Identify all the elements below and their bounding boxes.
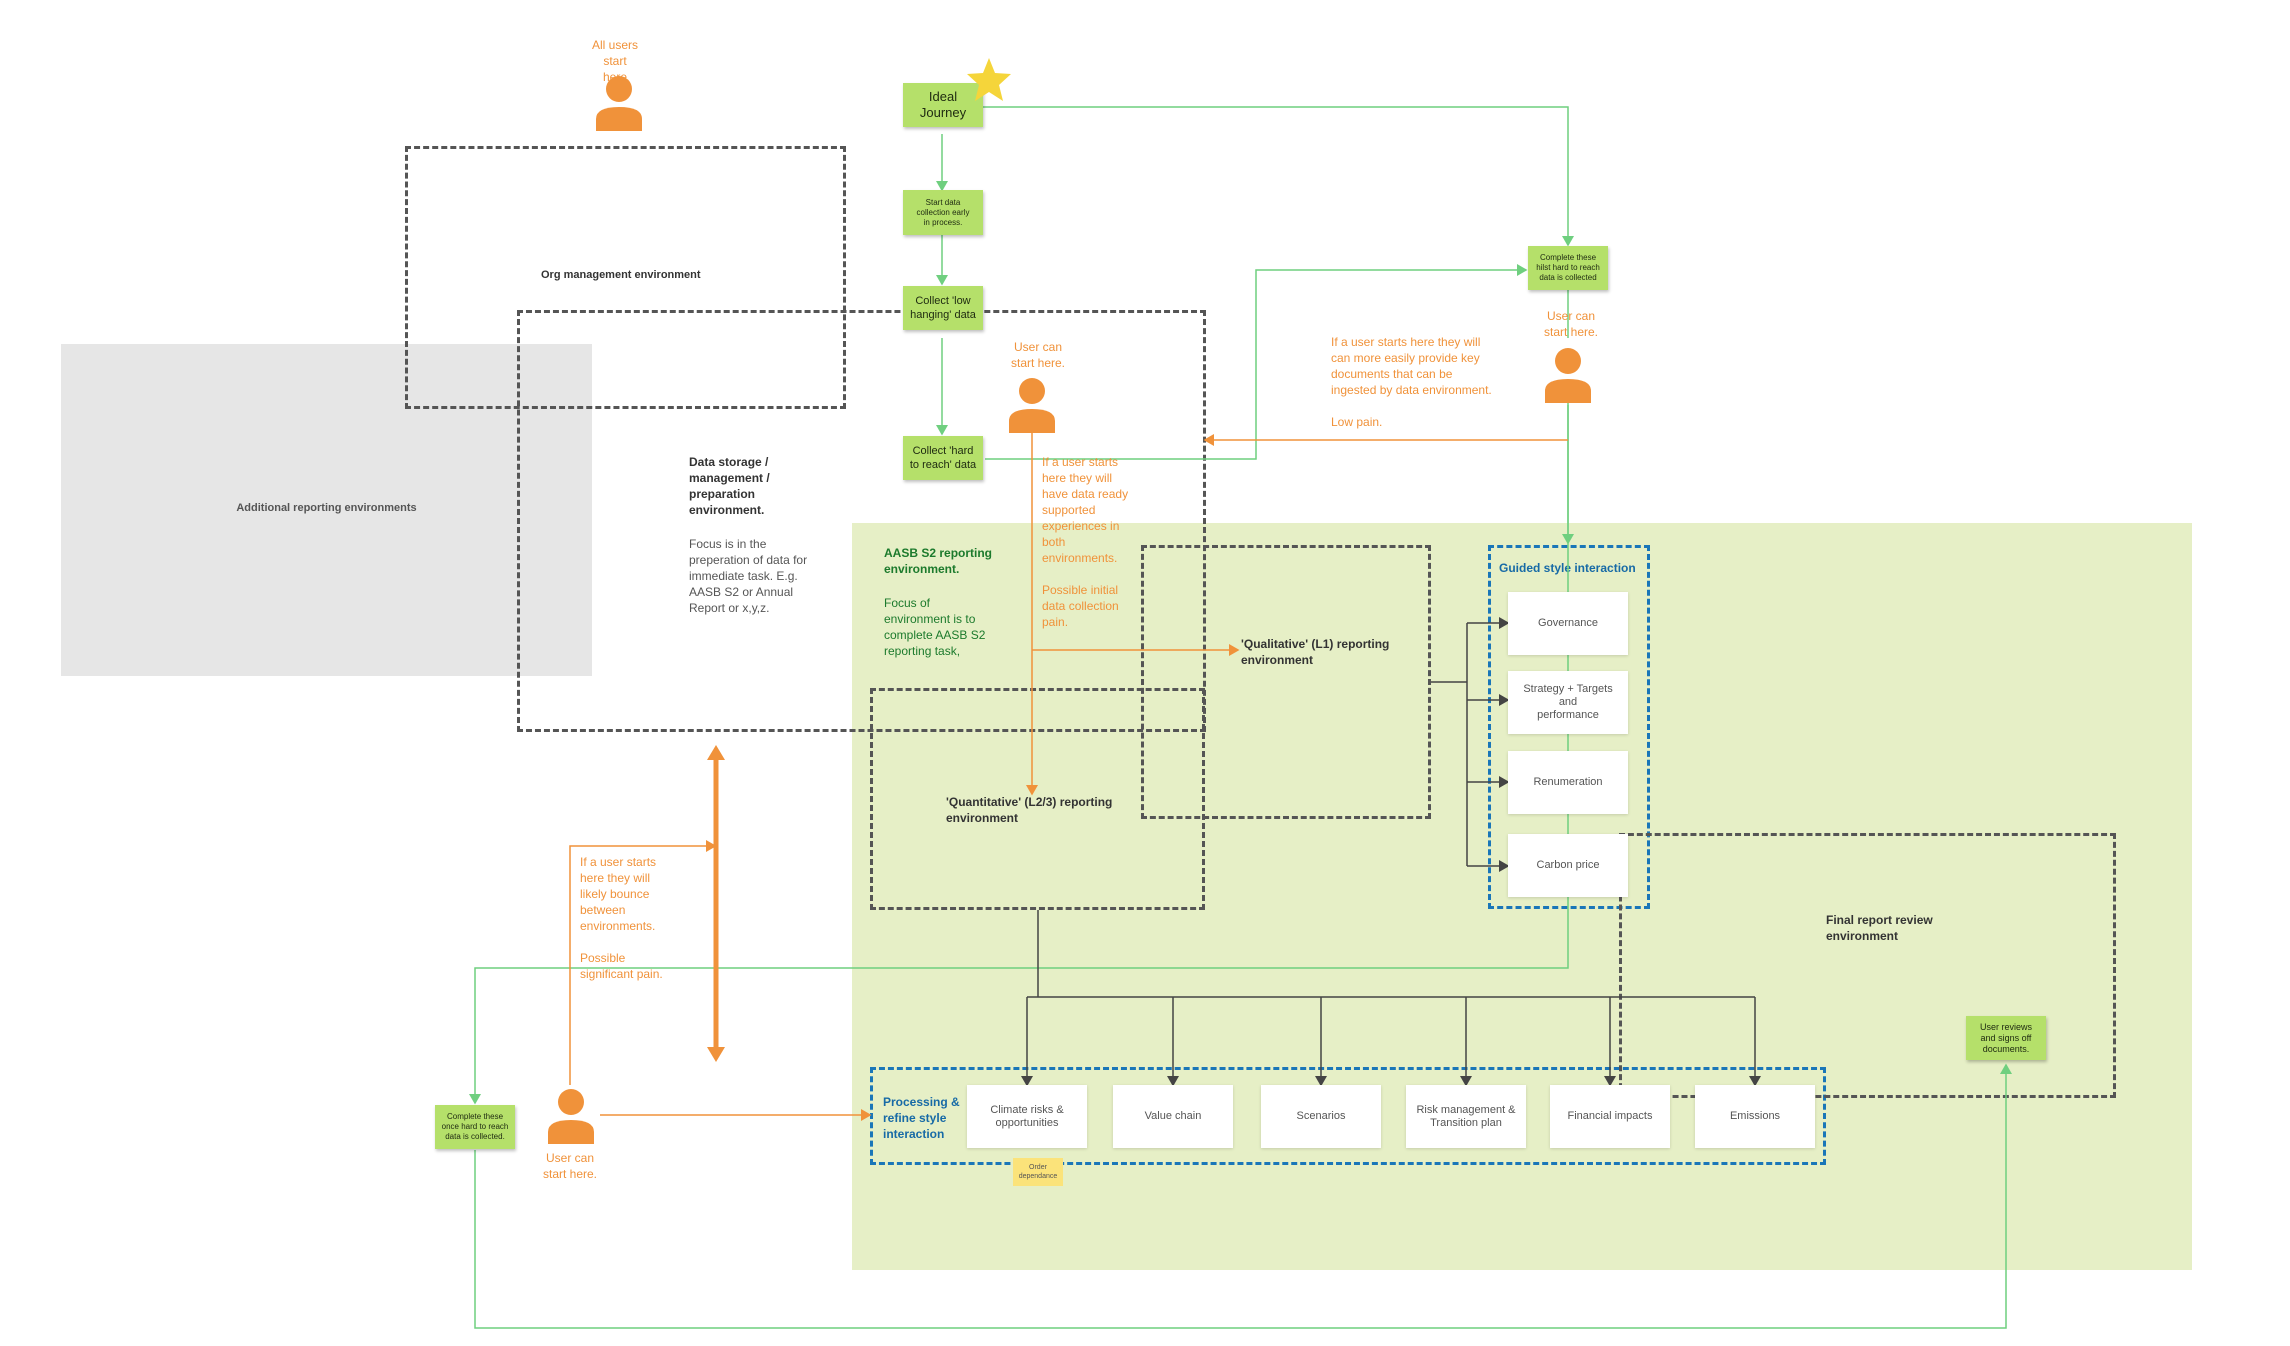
data-storage-desc: Focus is in the preperation of data for … (689, 537, 808, 615)
person-icon[interactable] (1007, 377, 1057, 433)
journey-step-1[interactable]: Start data collection early in process. (903, 190, 983, 235)
guided-item-strategy[interactable]: Strategy + Targets and performance (1508, 671, 1628, 734)
user-reviews-note[interactable]: User reviews and signs off documents. (1966, 1016, 2046, 1060)
guided-item-governance[interactable]: Governance (1508, 592, 1628, 655)
annotation-bottom: If a user starts here they will likely b… (580, 855, 663, 981)
complete-top-note[interactable]: Complete these hilst hard to reach data … (1528, 246, 1608, 290)
star-icon (967, 58, 1011, 101)
org-management-label: Org management environment (541, 269, 701, 281)
user-bottom-label: User can start here. (542, 1151, 598, 1181)
additional-reporting-zone (61, 344, 592, 676)
processing-item-emissions[interactable]: Emissions (1695, 1085, 1815, 1148)
aasb-desc: Focus of environment is to complete AASB… (884, 596, 986, 658)
complete-bottom-note[interactable]: Complete these once hard to reach data i… (435, 1105, 515, 1149)
final-review-box (1619, 833, 2116, 1098)
person-icon[interactable] (594, 75, 644, 131)
qualitative-box (1141, 545, 1431, 819)
ideal-journey-node[interactable]: Ideal Journey (903, 83, 983, 127)
additional-reporting-label: Additional reporting environments (236, 502, 417, 514)
data-storage-box (517, 310, 1206, 732)
person-icon[interactable] (546, 1088, 596, 1144)
processing-item-financial-impacts[interactable]: Financial impacts (1550, 1085, 1670, 1148)
journey-step-2[interactable]: Collect 'low hanging' data (903, 286, 983, 330)
processing-item-value-chain[interactable]: Value chain (1113, 1085, 1233, 1148)
processing-label: Processing & refine style interaction (883, 1095, 960, 1141)
quantitative-box (870, 688, 1205, 910)
annotation-center: If a user starts here they will have dat… (1042, 455, 1129, 629)
person-icon[interactable] (1543, 347, 1593, 403)
quantitative-label: 'Quantitative' (L2/3) reporting environm… (946, 795, 1113, 825)
guided-item-renumeration[interactable]: Renumeration (1508, 751, 1628, 814)
aasb-title: AASB S2 reporting environment. (884, 546, 993, 576)
user-right-label: User can start here. (1543, 309, 1599, 339)
guided-item-carbon-price[interactable]: Carbon price (1508, 834, 1628, 897)
processing-item-climate-risks[interactable]: Climate risks & opportunities (967, 1085, 1087, 1148)
data-storage-title: Data storage / management / preparation … (689, 455, 770, 517)
processing-box (870, 1067, 1826, 1165)
user-center-label: User can start here. (1010, 340, 1066, 370)
all-users-label: All users start here (591, 38, 638, 84)
qualitative-label: 'Qualitative' (L1) reporting environment (1241, 637, 1390, 667)
order-dependance-note: Order dependance (1013, 1158, 1063, 1186)
journey-step-3[interactable]: Collect 'hard to reach' data (903, 436, 983, 480)
processing-item-scenarios[interactable]: Scenarios (1261, 1085, 1381, 1148)
org-management-box (405, 146, 846, 409)
final-review-label: Final report review environment (1826, 913, 1933, 943)
guided-box (1488, 545, 1650, 909)
processing-item-risk-management[interactable]: Risk management & Transition plan (1406, 1085, 1526, 1148)
annotation-right: If a user starts here they will can more… (1331, 335, 1492, 429)
